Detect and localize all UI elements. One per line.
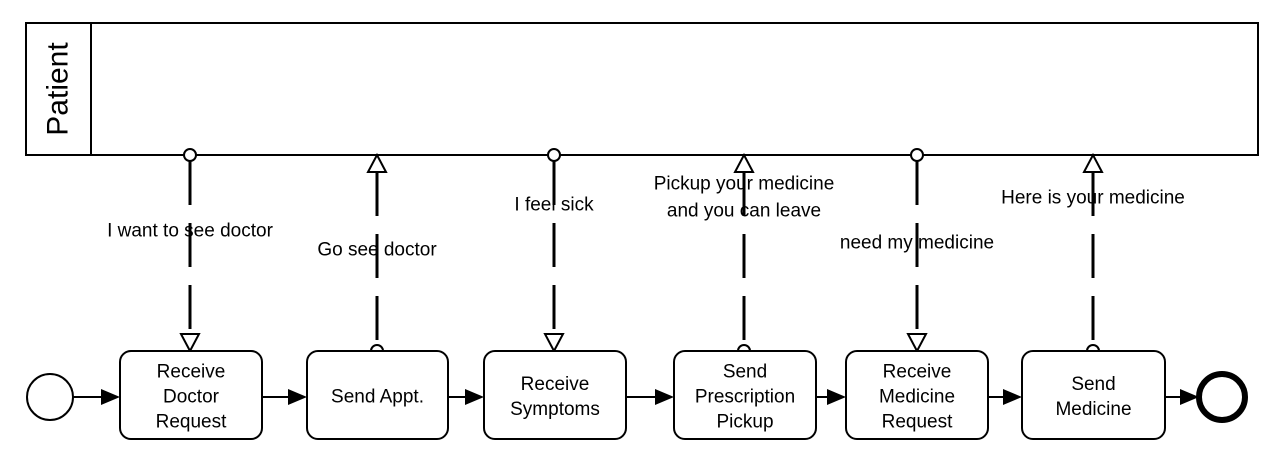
message-flow: Here is your medicine xyxy=(1001,152,1185,358)
task-label: Receive xyxy=(521,374,590,395)
arrowhead-icon xyxy=(288,389,307,405)
message-source-icon xyxy=(910,148,924,162)
task-box[interactable] xyxy=(306,350,449,440)
task-box[interactable] xyxy=(845,350,989,440)
task-label: Request xyxy=(882,412,953,433)
task-box[interactable] xyxy=(673,350,817,440)
sequence-flow xyxy=(626,389,674,405)
task-label: Send xyxy=(1071,374,1115,395)
task-label: Symptoms xyxy=(510,399,600,420)
message-arrowhead-icon xyxy=(906,333,928,354)
sequence-flow xyxy=(816,389,846,405)
message-source-icon xyxy=(547,148,561,162)
task-label: Receive xyxy=(883,362,952,383)
sequence-flow xyxy=(1165,389,1199,405)
task-box[interactable] xyxy=(483,350,627,440)
message-label: need my medicine xyxy=(840,233,994,254)
sequence-flow xyxy=(988,389,1022,405)
message-flow: I want to see doctor xyxy=(107,148,274,354)
task-label: Send xyxy=(723,362,767,383)
arrowhead-icon xyxy=(101,389,120,405)
message-arrowhead-icon xyxy=(543,333,565,354)
message-flow: need my medicine xyxy=(840,148,994,354)
arrowhead-icon xyxy=(1003,389,1022,405)
message-label: and you can leave xyxy=(667,201,821,222)
message-flow: Pickup your medicine and you can leave xyxy=(654,152,835,358)
pool-border xyxy=(25,22,1259,156)
sequence-flow xyxy=(448,389,484,405)
task-box[interactable] xyxy=(1021,350,1166,440)
end-event[interactable] xyxy=(1196,371,1248,423)
message-arrowhead-icon xyxy=(733,152,755,173)
message-arrowhead-icon xyxy=(1082,152,1104,173)
task-label: Medicine xyxy=(879,387,955,408)
message-flow: I feel sick xyxy=(514,148,594,354)
sequence-flow xyxy=(73,389,120,405)
task-label: Receive xyxy=(157,362,226,383)
message-label: Pickup your medicine xyxy=(654,174,835,195)
arrowhead-icon xyxy=(655,389,674,405)
message-label: Here is your medicine xyxy=(1001,188,1185,209)
task-box[interactable] xyxy=(119,350,263,440)
task-label: Send Appt. xyxy=(331,387,424,408)
message-label: I feel sick xyxy=(514,195,594,216)
sequence-flows xyxy=(73,389,1199,405)
patient-pool: Patient xyxy=(25,22,1259,156)
arrowhead-icon xyxy=(827,389,846,405)
message-flows: I want to see doctor Go see doctor I feel … xyxy=(107,148,1185,358)
task-label: Doctor xyxy=(163,387,220,408)
message-arrowhead-icon xyxy=(366,152,388,173)
sequence-flow xyxy=(262,389,307,405)
task-label: Pickup xyxy=(716,412,773,433)
arrowhead-icon xyxy=(1180,389,1199,405)
start-event[interactable] xyxy=(26,373,74,421)
message-arrowhead-icon xyxy=(179,333,201,354)
task-label: Prescription xyxy=(695,387,795,408)
message-label: Go see doctor xyxy=(317,240,437,261)
message-flow: Go see doctor xyxy=(317,152,437,358)
task-label: Request xyxy=(156,412,227,433)
message-label: I want to see doctor xyxy=(107,221,273,242)
arrowhead-icon xyxy=(465,389,484,405)
pool-label: Patient xyxy=(42,42,75,136)
task[interactable]: Send Appt. xyxy=(306,350,449,440)
task-label: Medicine xyxy=(1055,399,1131,420)
message-source-icon xyxy=(183,148,197,162)
